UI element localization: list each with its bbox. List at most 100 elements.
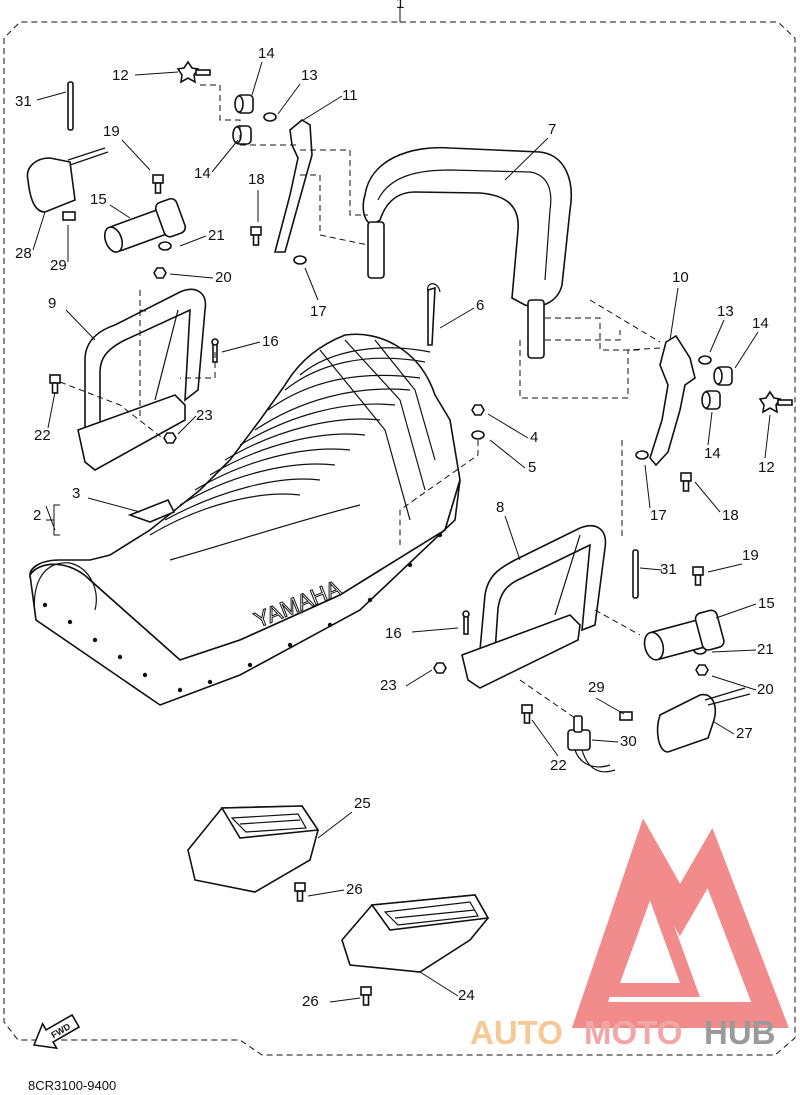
- label-15: 15: [758, 595, 775, 612]
- leader-line: [307, 889, 345, 897]
- label-20: 20: [757, 681, 774, 698]
- leader-line: [87, 497, 141, 513]
- label-19: 19: [103, 123, 120, 140]
- skirt-hole: [207, 679, 213, 685]
- leader-line: [764, 414, 771, 459]
- label-24: 24: [458, 987, 475, 1004]
- label-18: 18: [248, 171, 265, 188]
- seat-pleat: [179, 463, 336, 506]
- grip-heater-end: [103, 226, 124, 253]
- nut-20: [153, 267, 167, 279]
- pin-16-head: [211, 338, 219, 346]
- washer-17: [293, 255, 307, 265]
- leader-line: [644, 464, 651, 509]
- collar-14-end: [234, 95, 244, 113]
- leader-line: [179, 235, 207, 247]
- forward-arrow: FWD: [32, 1013, 81, 1050]
- collar-14-end: [713, 367, 723, 385]
- left-backrest-bracket: [273, 119, 313, 253]
- guide-line: [200, 84, 300, 146]
- label-7: 7: [548, 121, 556, 138]
- skirt-hole: [327, 622, 333, 628]
- label-12: 12: [758, 459, 775, 476]
- pin-rod-hook: [426, 283, 441, 293]
- assembly-guides: [59, 84, 661, 719]
- connector-right: [656, 693, 716, 753]
- guide-line: [180, 352, 216, 379]
- seat-pleat: [209, 433, 366, 476]
- skirt-hole: [437, 532, 443, 538]
- watermark-logo: AUTO MOTO HUB: [470, 818, 789, 1051]
- bolt-19: [152, 174, 164, 184]
- label-31: 31: [15, 93, 32, 110]
- bolt-26-shank: [296, 890, 304, 902]
- leader-line: [711, 649, 757, 653]
- seat-skirt: [29, 479, 461, 706]
- logo-word-moto: MOTO: [584, 1014, 682, 1051]
- label-13: 13: [301, 67, 318, 84]
- leader-line: [134, 71, 179, 76]
- nut-23: [433, 662, 447, 674]
- backrest-right-stay: [527, 299, 545, 359]
- cotter-pin-left: [67, 81, 74, 131]
- leader-line: [405, 669, 433, 687]
- leader-line: [299, 95, 343, 123]
- leader-line: [277, 83, 301, 115]
- bolt-22: [521, 704, 533, 714]
- label-14: 14: [258, 45, 275, 62]
- hardware-items: [49, 60, 793, 1006]
- leader-line: [707, 563, 743, 573]
- leader-line: [734, 331, 759, 369]
- leader-line: [487, 413, 529, 439]
- grab-handle-left-tube: [154, 309, 179, 401]
- nut-4: [471, 404, 485, 416]
- seat-center-line: [169, 504, 361, 561]
- collar-14-end: [701, 391, 711, 409]
- guide-line: [59, 381, 166, 441]
- label-13: 13: [717, 303, 734, 320]
- leader-line: [36, 91, 67, 101]
- label-26: 26: [302, 993, 319, 1010]
- grab-handle-right-tube: [554, 534, 581, 616]
- pin-rod: [427, 286, 436, 346]
- skirt-hole: [247, 662, 253, 668]
- leader-line: [489, 439, 526, 469]
- bolt-18-shank: [252, 234, 260, 246]
- switch-lever: [573, 715, 583, 733]
- leader-line: [211, 139, 239, 173]
- label-14: 14: [752, 315, 769, 332]
- knob-12-left: [176, 60, 200, 84]
- guide-line: [519, 340, 661, 399]
- knob-12-left-screw: [195, 69, 211, 76]
- leader-line: [595, 697, 625, 715]
- logo-word-auto: AUTO: [470, 1014, 563, 1051]
- connector-left: [26, 157, 76, 213]
- knob-12-right: [758, 390, 782, 414]
- washer-13: [263, 112, 277, 122]
- label-17: 17: [650, 507, 667, 524]
- washer-17: [635, 450, 649, 460]
- seat-pleat: [239, 403, 396, 446]
- bolt-18: [250, 226, 262, 236]
- logo-word-hub: HUB: [704, 1014, 776, 1051]
- leader-bracket-2: [53, 504, 60, 536]
- backrest-pad: [362, 146, 572, 308]
- seat-rib: [344, 339, 426, 491]
- label-22: 22: [550, 757, 567, 774]
- leader-line: [109, 204, 131, 219]
- callout-labels: 31 12 14 13 11 14 7 19 18 15 21 28 29 20…: [15, 45, 775, 1010]
- catalog-code: 8CR3100-9400: [28, 1078, 116, 1093]
- screw-29: [619, 711, 633, 721]
- leader-line: [713, 721, 735, 735]
- seat-pleat: [299, 347, 431, 376]
- bolt-19: [692, 566, 704, 576]
- bolt-19-shank: [694, 574, 702, 586]
- grip-heater-collar: [694, 609, 725, 651]
- nut-20: [695, 664, 709, 676]
- guide-line: [300, 149, 368, 216]
- leader-line: [221, 341, 261, 353]
- grip-heater-collar: [154, 197, 187, 238]
- backrest-assembly: [362, 146, 572, 359]
- logo-inner-mark: [600, 859, 700, 997]
- label-6: 6: [476, 297, 484, 314]
